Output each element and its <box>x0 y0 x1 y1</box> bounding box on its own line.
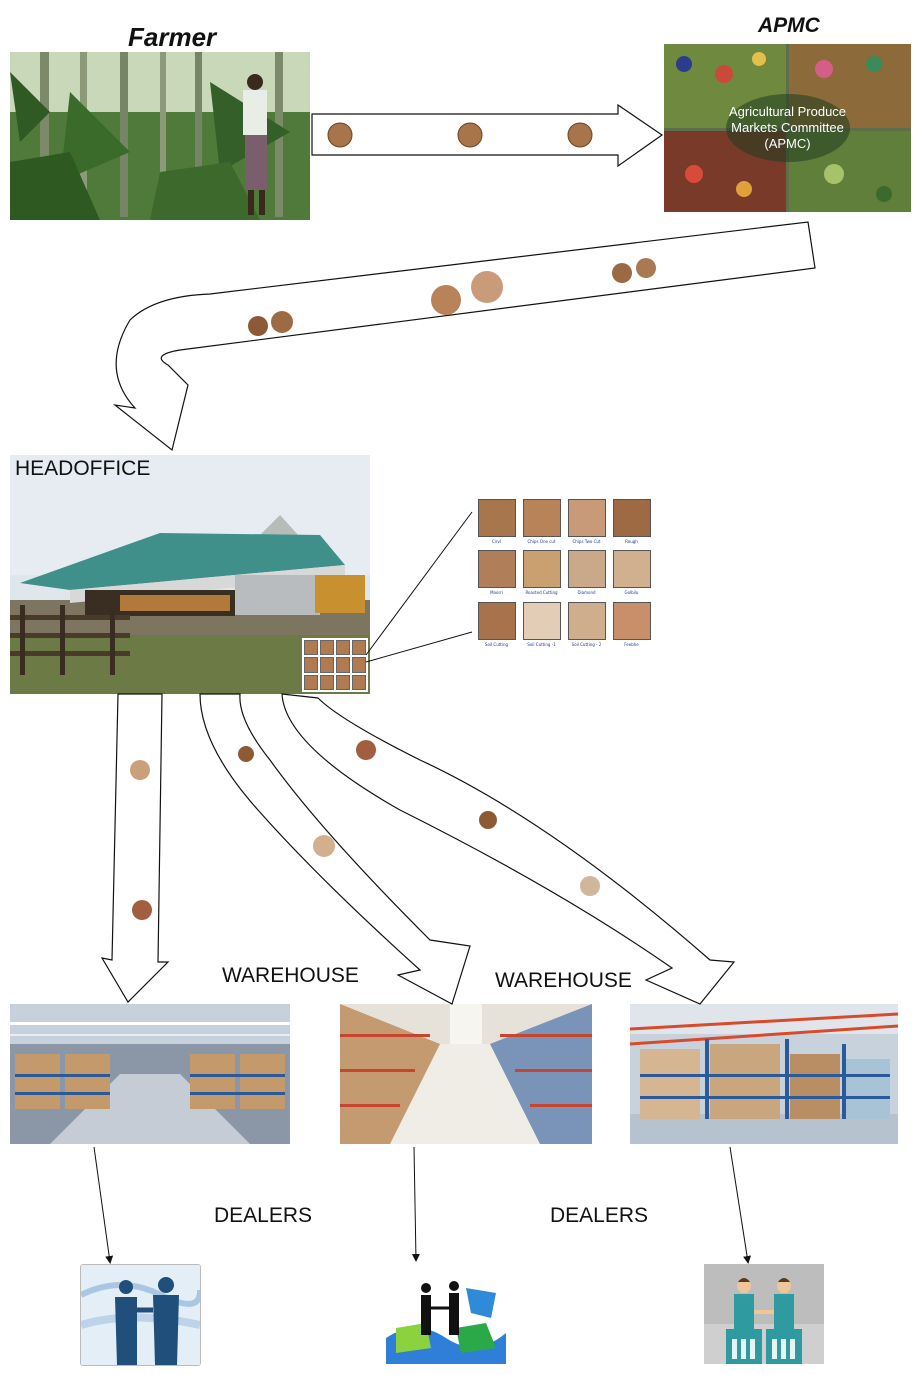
farmer-label: Farmer <box>128 22 217 52</box>
warehouse-label-1: WAREHOUSE <box>222 964 359 987</box>
nuts-farmer-arrow <box>327 122 593 148</box>
grade-caption: Soil Cutting <box>484 641 509 647</box>
headoffice-label: HEADOFFICE <box>15 457 151 480</box>
dealers-label-1: DEALERS <box>214 1204 313 1227</box>
grade-caption: Cirvl <box>491 539 502 544</box>
grade-item: Rough <box>609 499 654 546</box>
grade-item: Chips Two Cut <box>564 499 609 546</box>
grade-caption: Feebhe <box>624 641 639 647</box>
arrow-warehouse-3-to-dealer-3 <box>729 1146 752 1264</box>
grade-item: Feebhe <box>609 601 654 649</box>
warehouse-label-2: WAREHOUSE <box>495 969 632 992</box>
apmc-banner-line-3: (APMC) <box>764 136 811 151</box>
headoffice-grade-inset <box>302 638 368 692</box>
warehouse-photo-3 <box>630 1004 898 1144</box>
dealers-label-2: DEALERS <box>550 1204 649 1227</box>
magnifier-line-bottom <box>365 631 473 663</box>
arrow-headoffice-to-warehouse-3 <box>281 693 736 1005</box>
warehouse-photo-1 <box>10 1004 290 1144</box>
dealer-photo-1 <box>80 1264 201 1366</box>
grade-catalog: Cirvl Chips One cut Chips Two Cut Rough … <box>474 499 654 649</box>
grade-caption: Golbilu <box>624 590 639 596</box>
grade-caption: Chips One cut <box>527 539 556 544</box>
grade-caption: Moorri <box>490 590 503 596</box>
apmc-banner-line-2: Markets Committee <box>731 120 844 135</box>
apmc-banner-line-1: Agricultural Produce <box>728 104 847 119</box>
grade-item: Roasted Cutting <box>519 550 564 597</box>
arrow-apmc-to-headoffice <box>112 221 816 452</box>
grade-caption: Soil Cutting - 2 <box>571 641 602 647</box>
grade-caption: Rough <box>625 539 638 544</box>
dealer-photo-3 <box>704 1264 824 1364</box>
grade-item: Moorri <box>474 550 519 597</box>
grade-item: Soil Cutting -1 <box>519 601 564 649</box>
arrow-warehouse-2-to-dealer-2 <box>411 1146 420 1262</box>
dealer-photo-2 <box>386 1268 506 1364</box>
grade-caption: Soil Cutting -1 <box>527 641 556 647</box>
grade-item: Cirvl <box>474 499 519 546</box>
arrow-headoffice-to-warehouse-2 <box>199 693 471 1005</box>
pieces-warehouse-arrows <box>130 740 600 920</box>
farmer-photo <box>10 52 310 220</box>
magnifier-line-top <box>365 511 473 656</box>
grade-caption: Roasted Cutting <box>525 590 558 596</box>
grade-caption: Chips Two Cut <box>572 539 601 544</box>
apmc-label: APMC <box>758 14 820 37</box>
warehouse-photo-2 <box>340 1004 592 1144</box>
grade-item: Diamond <box>564 550 609 597</box>
arrow-farmer-to-apmc <box>311 103 664 168</box>
arrow-warehouse-1-to-dealer-1 <box>93 1146 114 1264</box>
grade-item: Golbilu <box>609 550 654 597</box>
arrow-headoffice-to-warehouse-1 <box>100 693 170 1003</box>
grade-item: Chips One cut <box>519 499 564 546</box>
grade-item: Soil Cutting <box>474 601 519 649</box>
grade-item: Soil Cutting - 2 <box>564 601 609 649</box>
nuts-apmc-arrow <box>248 258 656 336</box>
apmc-collage: Agricultural Produce Markets Committee (… <box>664 44 911 212</box>
grade-caption: Diamond <box>577 590 596 596</box>
